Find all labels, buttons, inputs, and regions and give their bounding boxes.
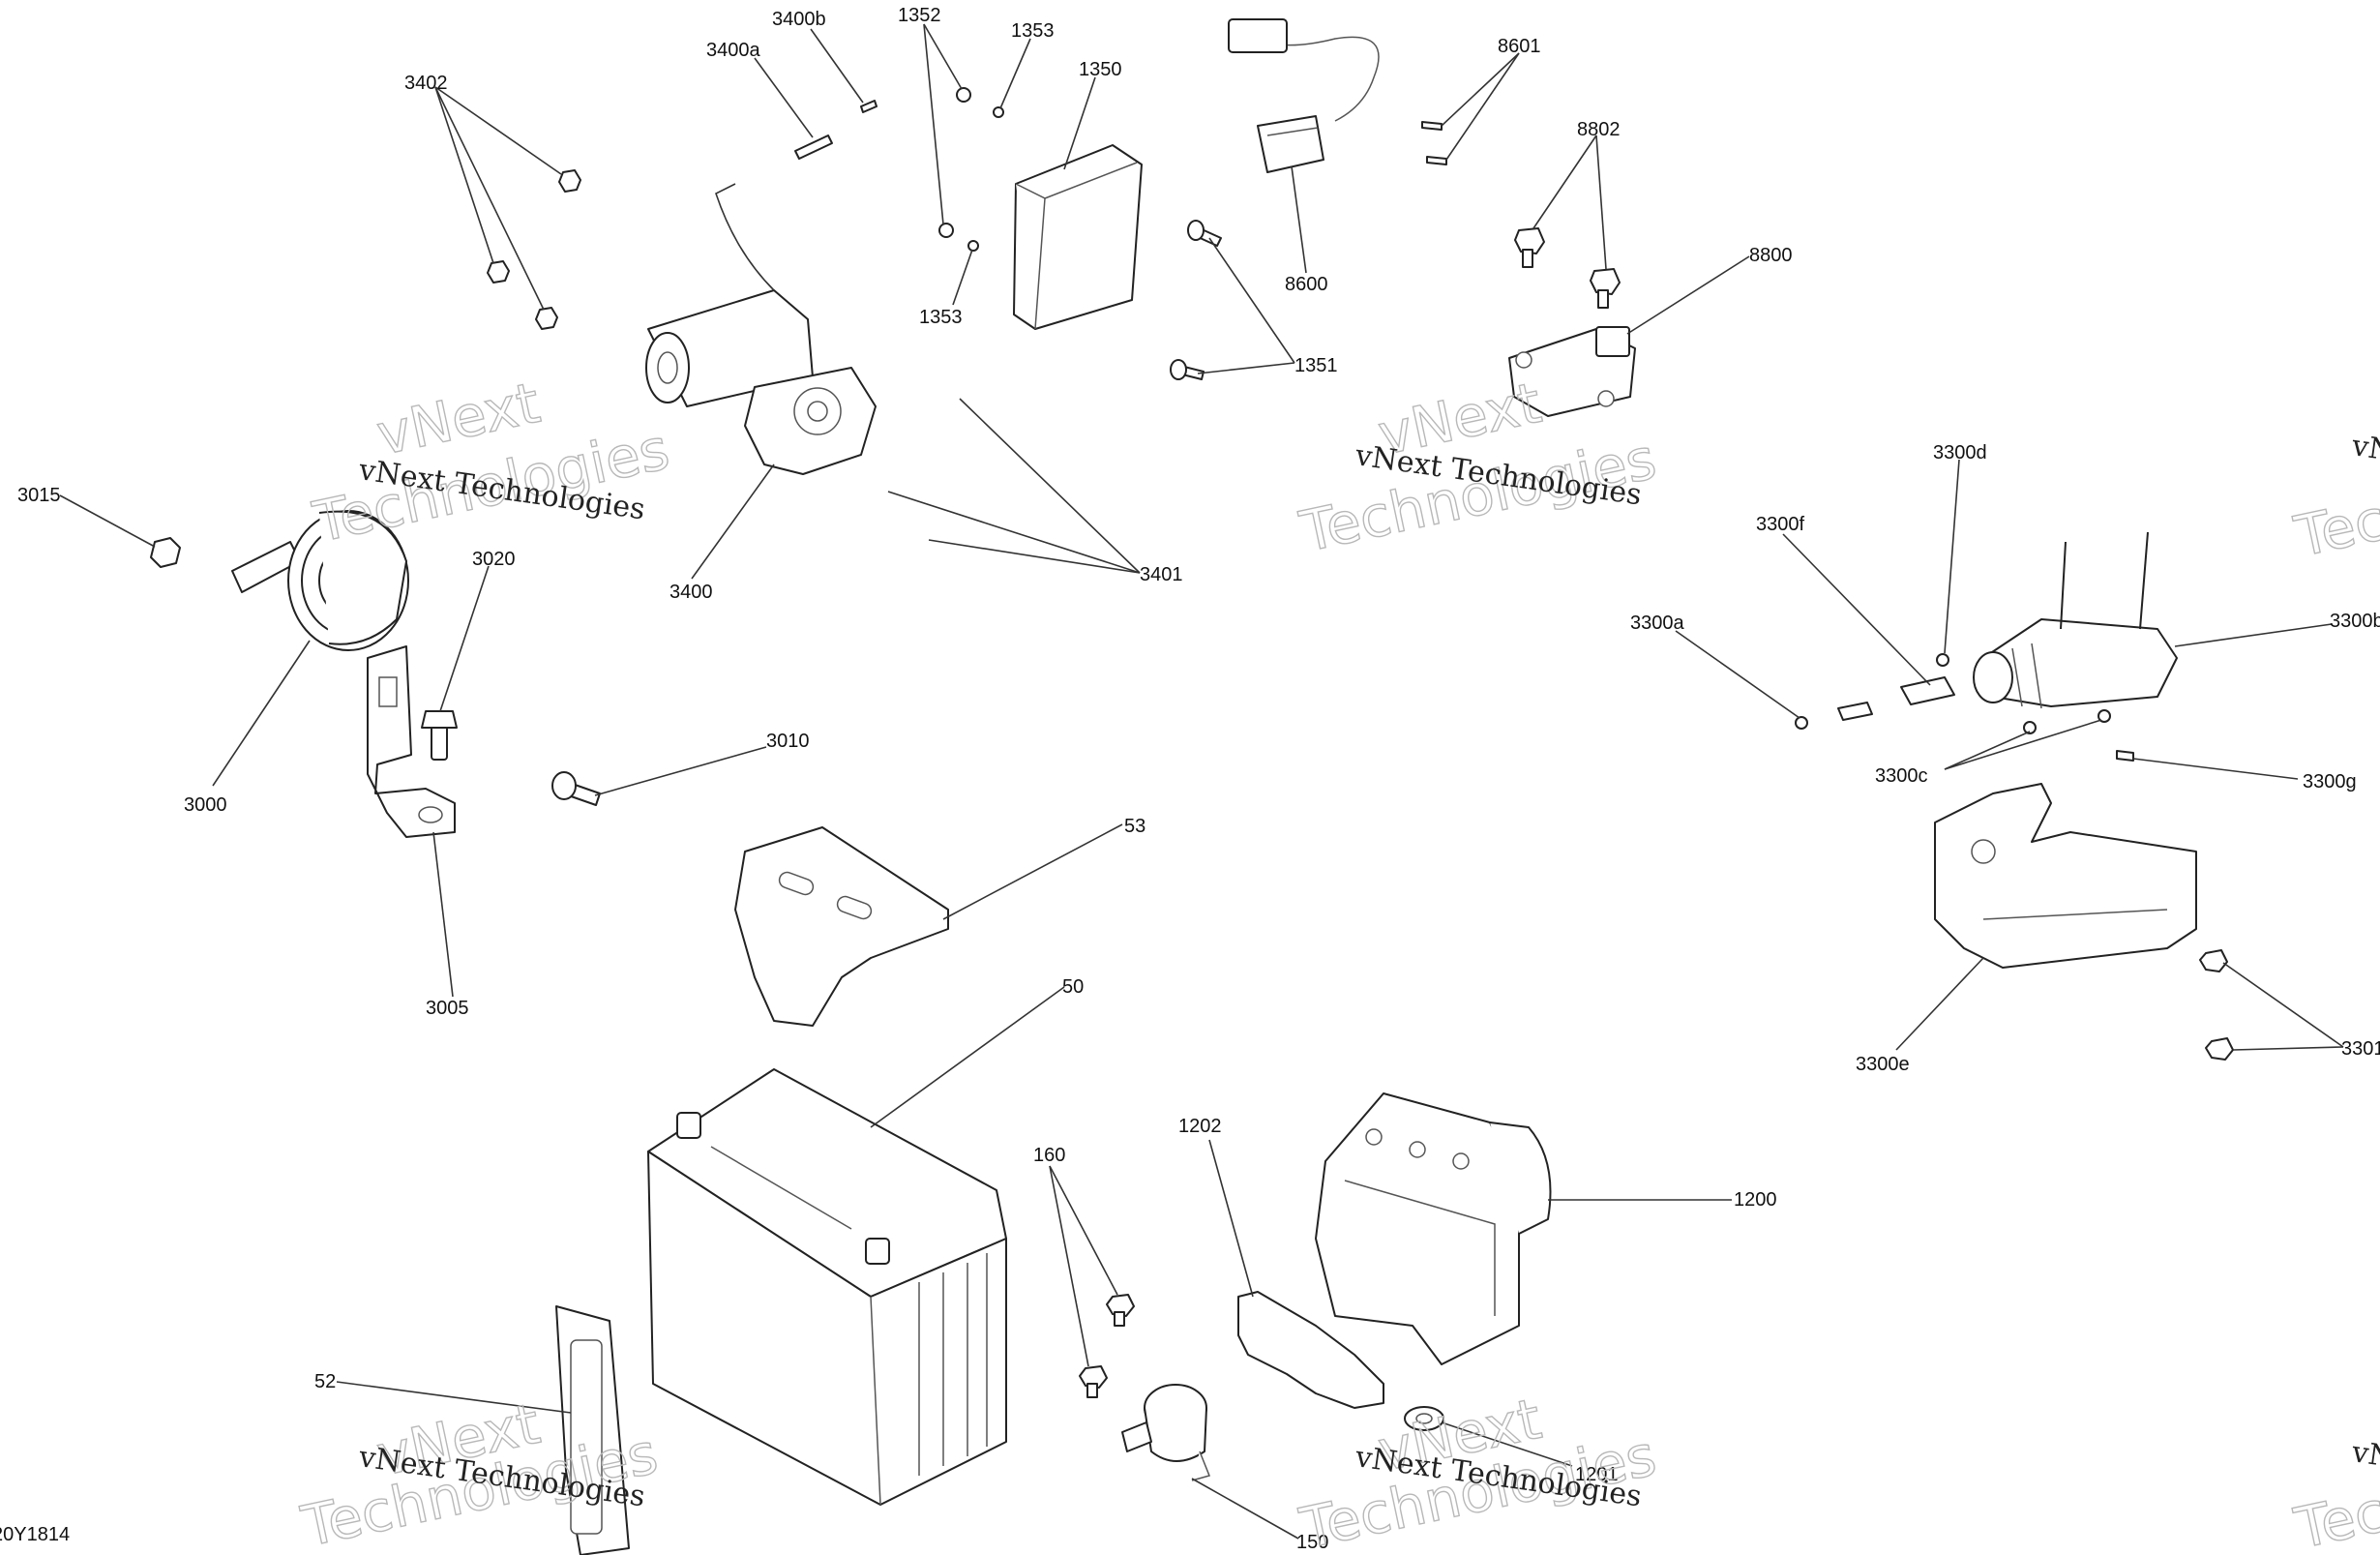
callout-8802: 8802	[1577, 119, 1621, 140]
callout-8800: 8800	[1749, 245, 1793, 266]
callout-3300b: 3300b	[2330, 611, 2380, 632]
battery-bracket-icon	[734, 826, 949, 1027]
watermark-bottom-center: vNext Technologies vNext Technologies	[1294, 1385, 1662, 1555]
drawing-number: 20Y1814	[0, 1524, 70, 1545]
watermark-bottom-left: vNext Technologies vNext Technologies	[295, 1390, 664, 1555]
actuator-motor-icon	[645, 183, 877, 475]
callout-1353-bottom: 1353	[919, 307, 963, 328]
small-fastener-icons	[938, 87, 1222, 380]
watermark-right-edge: vNext Technologies Technologies vNext Te…	[2288, 429, 2380, 1555]
bolt-icons-160	[1079, 1294, 1135, 1398]
fastener-icons	[150, 169, 601, 806]
relay-icon	[1121, 1384, 1211, 1481]
screw-icons	[1421, 121, 1621, 309]
callout-3402: 3402	[404, 73, 448, 94]
callout-1353-top: 1353	[1011, 20, 1055, 42]
callout-3020: 3020	[472, 549, 516, 570]
sensor-icon	[1508, 326, 1636, 417]
callout-160: 160	[1033, 1145, 1065, 1166]
control-module-icon	[1013, 144, 1143, 330]
callout-50: 50	[1062, 976, 1084, 998]
callout-1352: 1352	[898, 5, 941, 26]
harness-connector-icon	[1228, 18, 1380, 173]
right-small-parts-icons	[1795, 653, 2234, 1061]
grommet-icon-1201	[1404, 1406, 1444, 1431]
callout-1201: 1201	[1575, 1464, 1619, 1485]
callout-labels: 3402 3400b 3400a 1352 1353 1350 1353 135…	[17, 5, 2380, 1553]
callout-3000: 3000	[184, 794, 227, 816]
battery-icon	[647, 1068, 1007, 1506]
callout-3400a: 3400a	[706, 40, 760, 61]
callout-3400b: 3400b	[772, 9, 826, 30]
battery-strap-icon	[555, 1305, 630, 1555]
callout-3400: 3400	[669, 582, 713, 603]
watermark-top-left: vNext Technologies vNext Technologies	[307, 369, 675, 555]
abs-module-icon	[1315, 1092, 1552, 1365]
callout-1202: 1202	[1178, 1116, 1222, 1137]
callout-1351: 1351	[1294, 355, 1338, 376]
callout-1350: 1350	[1079, 59, 1122, 80]
horn-bracket-icon	[367, 645, 456, 838]
callout-3010: 3010	[766, 731, 810, 752]
leader-lines	[59, 23, 2344, 1540]
abs-bracket-icon	[1237, 1291, 1384, 1409]
callout-3300a: 3300a	[1630, 613, 1684, 634]
horn-icon	[231, 510, 409, 651]
right-mount-bracket-icon	[1934, 783, 2197, 969]
callout-3401: 3401	[1140, 564, 1183, 585]
callout-8600: 8600	[1285, 274, 1328, 295]
callout-8601: 8601	[1498, 36, 1541, 57]
callout-3015: 3015	[17, 485, 61, 506]
callout-3301: 3301	[2341, 1038, 2380, 1060]
callout-3300d: 3300d	[1933, 442, 1987, 464]
pin-icons	[794, 100, 878, 160]
callout-3300c: 3300c	[1875, 765, 1928, 787]
callout-3300f: 3300f	[1756, 514, 1804, 535]
right-actuator-icon	[1973, 531, 2178, 709]
callout-52: 52	[314, 1371, 336, 1392]
callout-53: 53	[1124, 816, 1145, 837]
callout-3300g: 3300g	[2303, 771, 2357, 792]
callout-3300e: 3300e	[1856, 1054, 1910, 1075]
callout-150: 150	[1296, 1532, 1328, 1553]
callout-1200: 1200	[1734, 1189, 1777, 1211]
callout-3005: 3005	[426, 998, 469, 1019]
